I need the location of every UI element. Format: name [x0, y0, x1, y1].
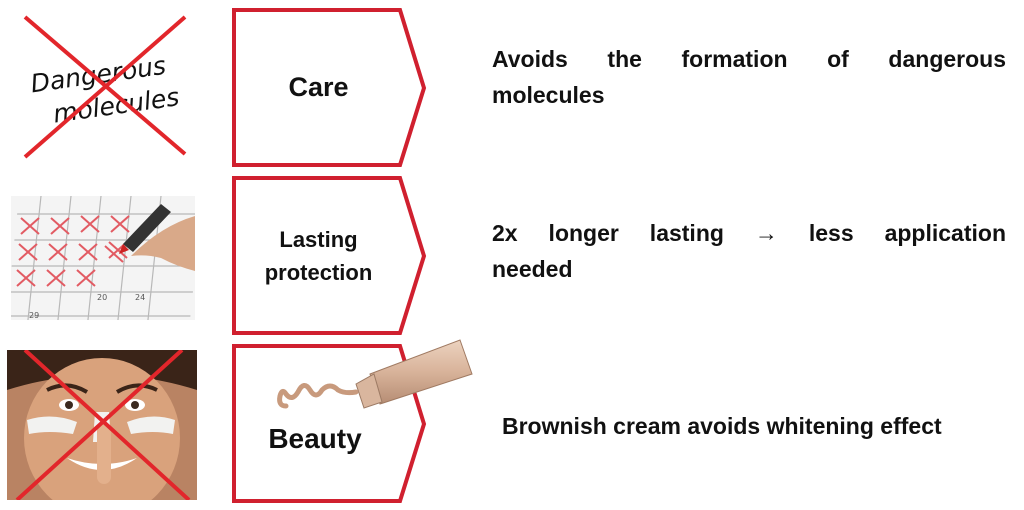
cream-tube-icon [270, 334, 475, 426]
description-care: Avoids the formation of dangerous molecu… [492, 41, 1006, 113]
label-beauty: Beauty [268, 422, 362, 454]
arrow-shape-lasting-protection [232, 176, 428, 336]
sunscreen-left [27, 416, 77, 434]
calendar-number-24: 24 [135, 293, 145, 302]
calendar-x-marks [16, 215, 130, 287]
description-lasting: 2x longer lasting → less application nee… [492, 215, 1006, 287]
hand-shape [131, 216, 195, 271]
description-care-line1: Avoids the formation of dangerous [492, 46, 1006, 72]
photo-cross-a [23, 350, 191, 500]
description-beauty: Brownish cream avoids whitening effect [502, 413, 942, 439]
photo-cross-b [15, 350, 184, 500]
sunscreen-face-photo [7, 350, 197, 500]
label-lasting-line2: protection [264, 260, 373, 285]
sunscreen-right [127, 416, 175, 434]
dangerous-molecules-crossed: Dangerous molecules [20, 12, 195, 162]
calendar-image: 20 24 29 [11, 196, 195, 320]
description-lasting-line1: 2x longer lasting → less application [492, 220, 1006, 246]
label-lasting-protection: Lasting protection [236, 216, 401, 296]
cross-line-b [23, 15, 187, 159]
finger [97, 424, 111, 484]
calendar-number-29: 29 [29, 311, 39, 320]
calendar-number-20: 20 [97, 293, 107, 302]
label-lasting-line1: Lasting [279, 226, 358, 252]
description-care-line2: molecules [492, 82, 605, 108]
description-lasting-line2: needed [492, 256, 573, 282]
arrow-shape-care [232, 8, 428, 168]
label-care: Care [288, 72, 349, 103]
marker-pen [123, 204, 171, 252]
cream-swirl [277, 383, 359, 409]
